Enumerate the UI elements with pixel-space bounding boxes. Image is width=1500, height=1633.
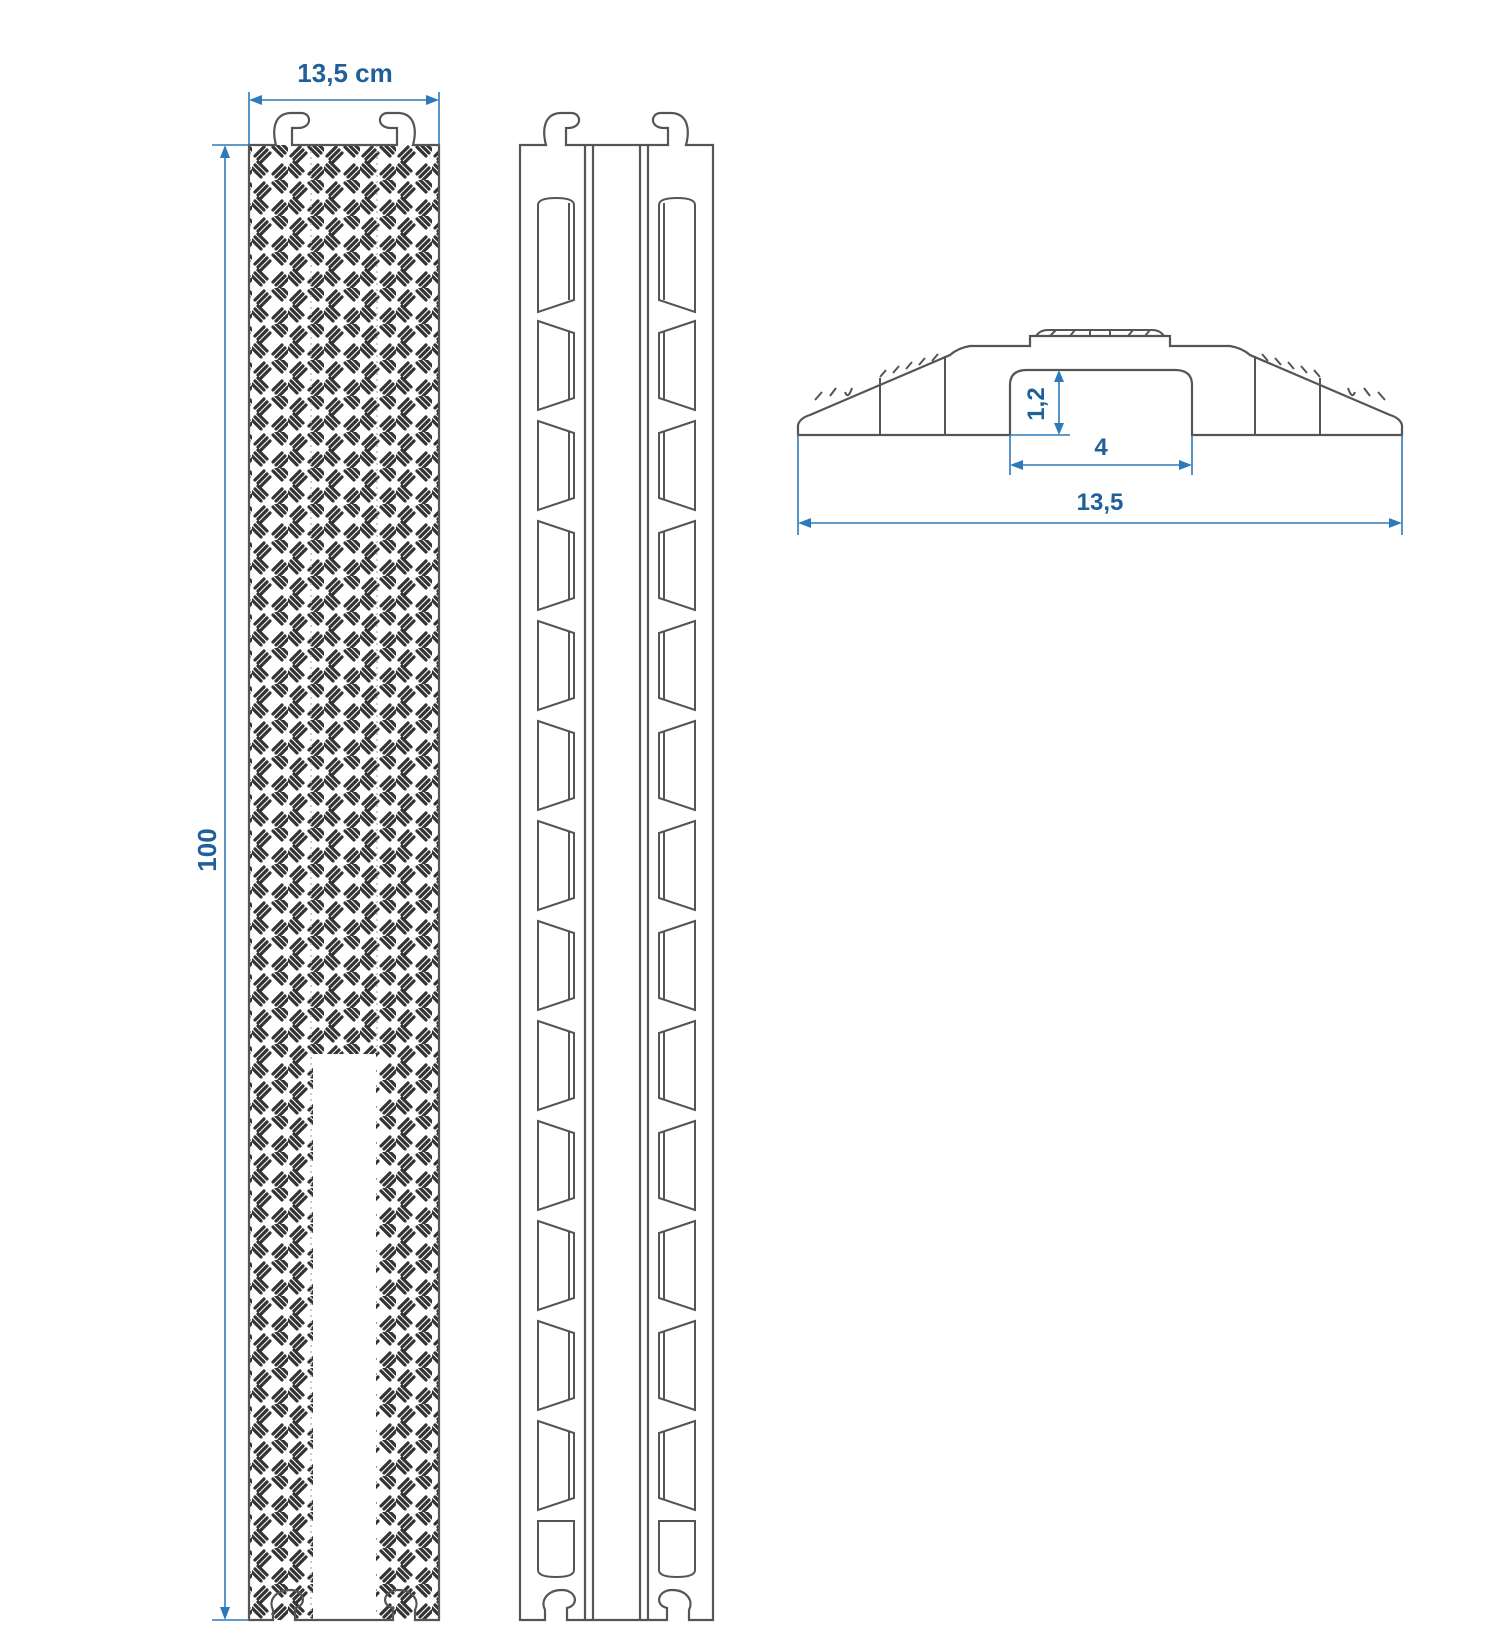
cross-section bbox=[796, 329, 1404, 437]
top-view bbox=[247, 111, 441, 1622]
top-width-label: 13,5 cm bbox=[297, 58, 392, 88]
channel-height-dimension: 1,2 bbox=[1010, 370, 1070, 436]
channel-width-dimension: 4 bbox=[1009, 434, 1193, 475]
right-recesses bbox=[658, 196, 696, 1579]
bottom-view bbox=[518, 111, 715, 1622]
channel-height-label: 1,2 bbox=[1023, 387, 1050, 420]
left-recesses bbox=[537, 196, 575, 1579]
section-width-dimension: 13,5 bbox=[797, 435, 1403, 535]
section-width-label: 13,5 bbox=[1077, 489, 1124, 516]
channel-width-label: 4 bbox=[1094, 434, 1108, 461]
top-width-dimension: 13,5 cm bbox=[248, 58, 440, 145]
length-label: 100 bbox=[192, 828, 222, 871]
length-dimension: 100 bbox=[192, 144, 249, 1621]
